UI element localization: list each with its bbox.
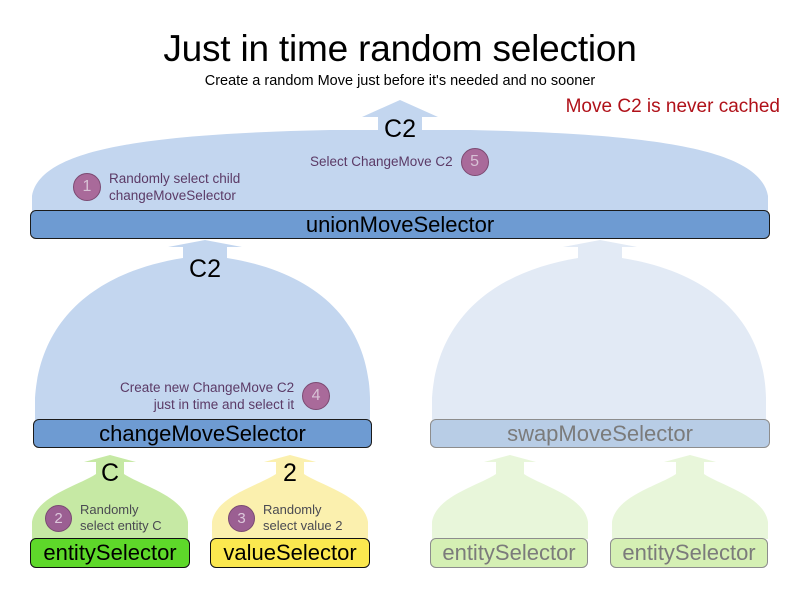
flow-label-union-output: C2: [384, 115, 416, 143]
swap-move-selector-box[interactable]: swapMoveSelector: [430, 419, 770, 448]
flow-label-value-output: 2: [283, 459, 297, 487]
step-badge-2: 2: [45, 504, 72, 532]
step-annotation-1: 1 Randomly select child changeMoveSelect…: [73, 170, 240, 205]
swap-dome-shape: [432, 240, 766, 420]
step-annotation-4: Create new ChangeMove C2 just in time an…: [120, 379, 331, 414]
entity-selector-box[interactable]: entitySelector: [30, 538, 190, 568]
step-annotation-3: 3 Randomly select value 2: [228, 502, 343, 535]
step-annotation-5: Select ChangeMove C2 5: [310, 148, 489, 176]
step-text-3: Randomly select value 2: [263, 502, 343, 534]
step-text-5: Select ChangeMove C2: [310, 154, 453, 170]
page-title: Just in time random selection: [163, 28, 637, 69]
value-selector-box[interactable]: valueSelector: [210, 538, 370, 568]
entity-selector-right-1-box[interactable]: entitySelector: [430, 538, 588, 568]
union-dome-shape: [32, 100, 768, 212]
cache-note: Move C2 is never cached: [565, 96, 780, 117]
step-text-1: Randomly select child changeMoveSelector: [109, 171, 241, 204]
entity-right-2-dome-shape: [612, 455, 768, 539]
step-badge-5: 5: [460, 148, 489, 176]
change-dome-shape: [35, 240, 370, 420]
union-move-selector-box[interactable]: unionMoveSelector: [30, 210, 770, 239]
step-text-4: Create new ChangeMove C2 just in time an…: [120, 380, 295, 413]
step-badge-1: 1: [73, 173, 101, 202]
step-annotation-2: 2 Randomly select entity C: [45, 502, 162, 535]
entity-right-1-dome-shape: [432, 455, 588, 539]
entity-selector-right-2-box[interactable]: entitySelector: [610, 538, 768, 568]
flow-label-entity-output: C: [100, 459, 120, 487]
step-text-2: Randomly select entity C: [80, 502, 162, 534]
flow-label-change-output: C2: [189, 255, 221, 283]
page-subtitle: Create a random Move just before it's ne…: [204, 73, 596, 89]
change-move-selector-box[interactable]: changeMoveSelector: [33, 419, 372, 448]
step-badge-4: 4: [302, 382, 331, 411]
step-badge-3: 3: [228, 504, 255, 532]
